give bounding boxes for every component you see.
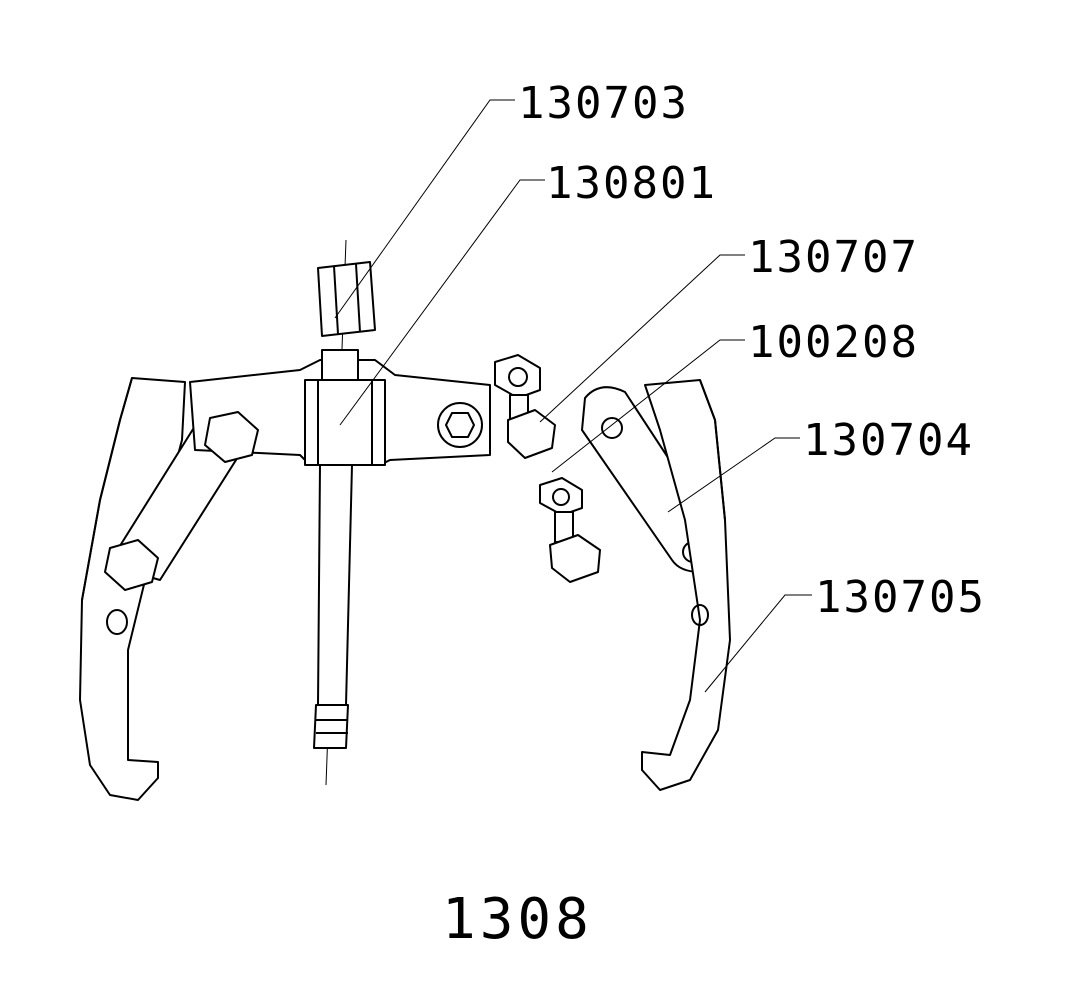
label-130707: 130707 xyxy=(748,232,919,283)
leader-100208 xyxy=(551,339,745,473)
leader-lines xyxy=(334,99,812,693)
forcing-screw xyxy=(313,261,376,749)
assembly-number: 1308 xyxy=(442,887,593,952)
left-bolts xyxy=(104,411,259,591)
leader-130801 xyxy=(339,179,545,426)
label-130801: 130801 xyxy=(546,158,717,209)
label-130704: 130704 xyxy=(803,415,974,466)
leader-130703 xyxy=(334,99,515,319)
label-130705: 130705 xyxy=(815,572,986,623)
leader-130705 xyxy=(704,594,812,693)
bolt-100208 xyxy=(539,477,601,583)
leader-130704 xyxy=(667,437,800,513)
label-130703: 130703 xyxy=(518,78,689,129)
bolt-130707 xyxy=(494,354,556,459)
label-100208: 100208 xyxy=(748,317,919,368)
left-jaw-arm xyxy=(79,377,186,801)
leader-130707 xyxy=(539,254,745,423)
right-jaw-arm xyxy=(641,379,731,791)
